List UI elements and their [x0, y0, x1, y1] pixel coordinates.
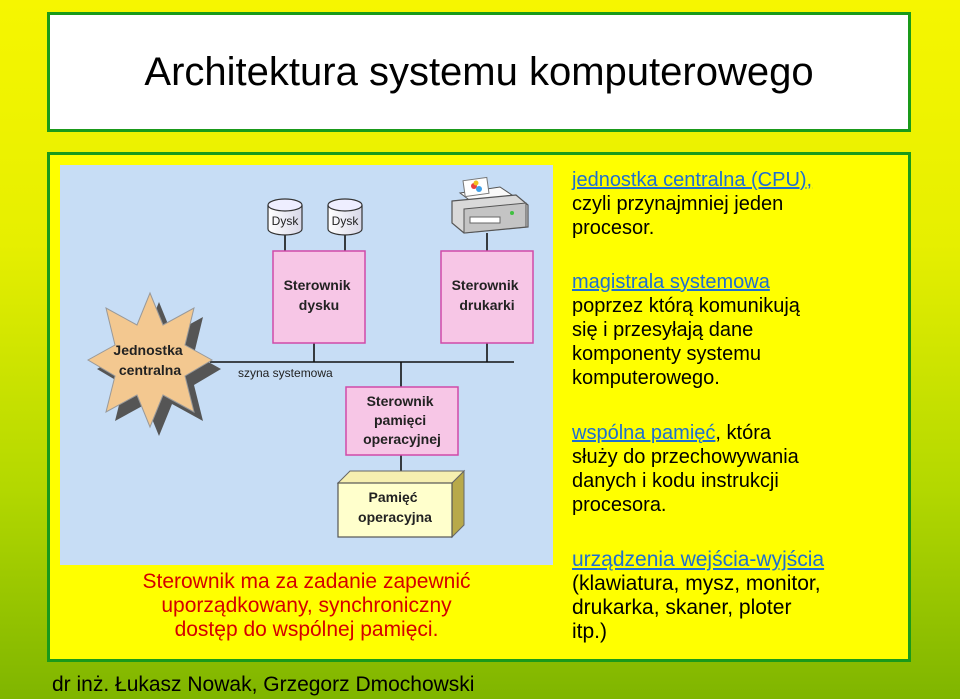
disk2-label: Dysk [332, 214, 360, 228]
memory-keyword-suffix: , która [715, 422, 771, 444]
io-description: urządzenia wejścia-wyjścia (klawiatura, … [572, 548, 902, 644]
svg-text:Sterownik dysku: Sterownik dysku [284, 277, 355, 313]
memory-box: Pamięć operacyjna [336, 469, 466, 539]
svg-text:Jednostka centralna: Jednostka centralna [113, 342, 186, 378]
printer-icon [451, 176, 529, 234]
cpu-description: jednostka centralna (CPU), czyli przynaj… [572, 168, 902, 240]
architecture-diagram-svg: Dysk Dysk Sterownik dysku [86, 176, 534, 539]
cpu-label-line2: centralna [119, 362, 181, 378]
io-desc-line: (klawiatura, mysz, monitor, [572, 572, 821, 595]
diagram-caption: Sterownik ma za zadanie zapewnić uporząd… [60, 570, 553, 642]
memory-desc-line: procesora. [572, 494, 667, 516]
io-desc-line: itp.) [572, 620, 608, 643]
memory-keyword: wspólna pamięć [572, 422, 716, 444]
disk-controller-box: Sterownik dysku [272, 250, 366, 344]
printer-controller-line1: Sterownik [452, 277, 519, 293]
bus-desc-line: poprzez którą komunikują [572, 295, 800, 317]
disk-controller-line1: Sterownik [284, 277, 351, 293]
title-box: Architektura systemu komputerowego [47, 12, 911, 132]
bus-description: magistrala systemowa poprzez którą komun… [572, 270, 902, 390]
memory-controller-line3: operacyjnej [363, 431, 441, 447]
bus-keyword: magistrala systemowa [572, 271, 770, 293]
memory-controller-line1: Sterownik [367, 393, 434, 409]
memory-controller-line2: pamięci [374, 412, 426, 428]
disk2-icon: Dysk [327, 198, 363, 236]
cpu-star: Jednostka centralna [86, 291, 221, 436]
cpu-label-line1: Jednostka [113, 342, 182, 358]
disk-controller-line2: dysku [299, 297, 339, 313]
memory-description: wspólna pamięć, która służy do przechowy… [572, 421, 902, 517]
memory-line2: operacyjna [358, 509, 432, 525]
page-title: Architektura systemu komputerowego [144, 49, 814, 94]
svg-text:Sterownik pamięci: Sterownik pamięci operacyjnej [363, 393, 441, 447]
memory-line1: Pamięć [369, 489, 418, 505]
memory-controller-box: Sterownik pamięci operacyjnej [345, 386, 459, 456]
io-keyword: urządzenia wejścia-wyjścia [572, 548, 825, 571]
bus-desc-line: się i przesyłają dane [572, 319, 754, 341]
architecture-diagram: Dysk Dysk Sterownik dysku [60, 165, 553, 565]
disk1-icon: Dysk [267, 198, 303, 236]
bus-desc-line: komponenty systemu [572, 343, 761, 365]
memory-desc-line: danych i kodu instrukcji [572, 470, 779, 492]
cpu-desc-line: procesor. [572, 217, 655, 239]
memory-desc-first-line: wspólna pamięć, która [572, 421, 902, 445]
bus-label: szyna systemowa [238, 366, 333, 380]
printer-controller-line2: drukarki [459, 297, 514, 313]
svg-text:Pamięć operacyjna: Pamięć operacyjna [358, 489, 432, 525]
io-desc-line: drukarka, skaner, ploter [572, 596, 792, 619]
disk1-label: Dysk [272, 214, 300, 228]
cpu-keyword: jednostka centralna (CPU), [572, 169, 813, 191]
caption-line: Sterownik ma za zadanie zapewnić [142, 570, 471, 593]
cpu-desc-line: czyli przynajmniej jeden [572, 193, 784, 215]
svg-text:Sterownik drukarki: Sterownik drukarki [452, 277, 523, 313]
caption-line: uporządkowany, synchroniczny [161, 594, 452, 617]
printer-controller-box: Sterownik drukarki [440, 250, 534, 344]
bus-lines [210, 233, 514, 483]
caption-line: dostęp do wspólnej pamięci. [174, 618, 439, 641]
memory-desc-line: służy do przechowywania [572, 446, 799, 468]
bus-desc-line: komputerowego. [572, 367, 720, 389]
authors-footer: dr inż. Łukasz Nowak, Grzegorz Dmochowsk… [52, 673, 475, 696]
